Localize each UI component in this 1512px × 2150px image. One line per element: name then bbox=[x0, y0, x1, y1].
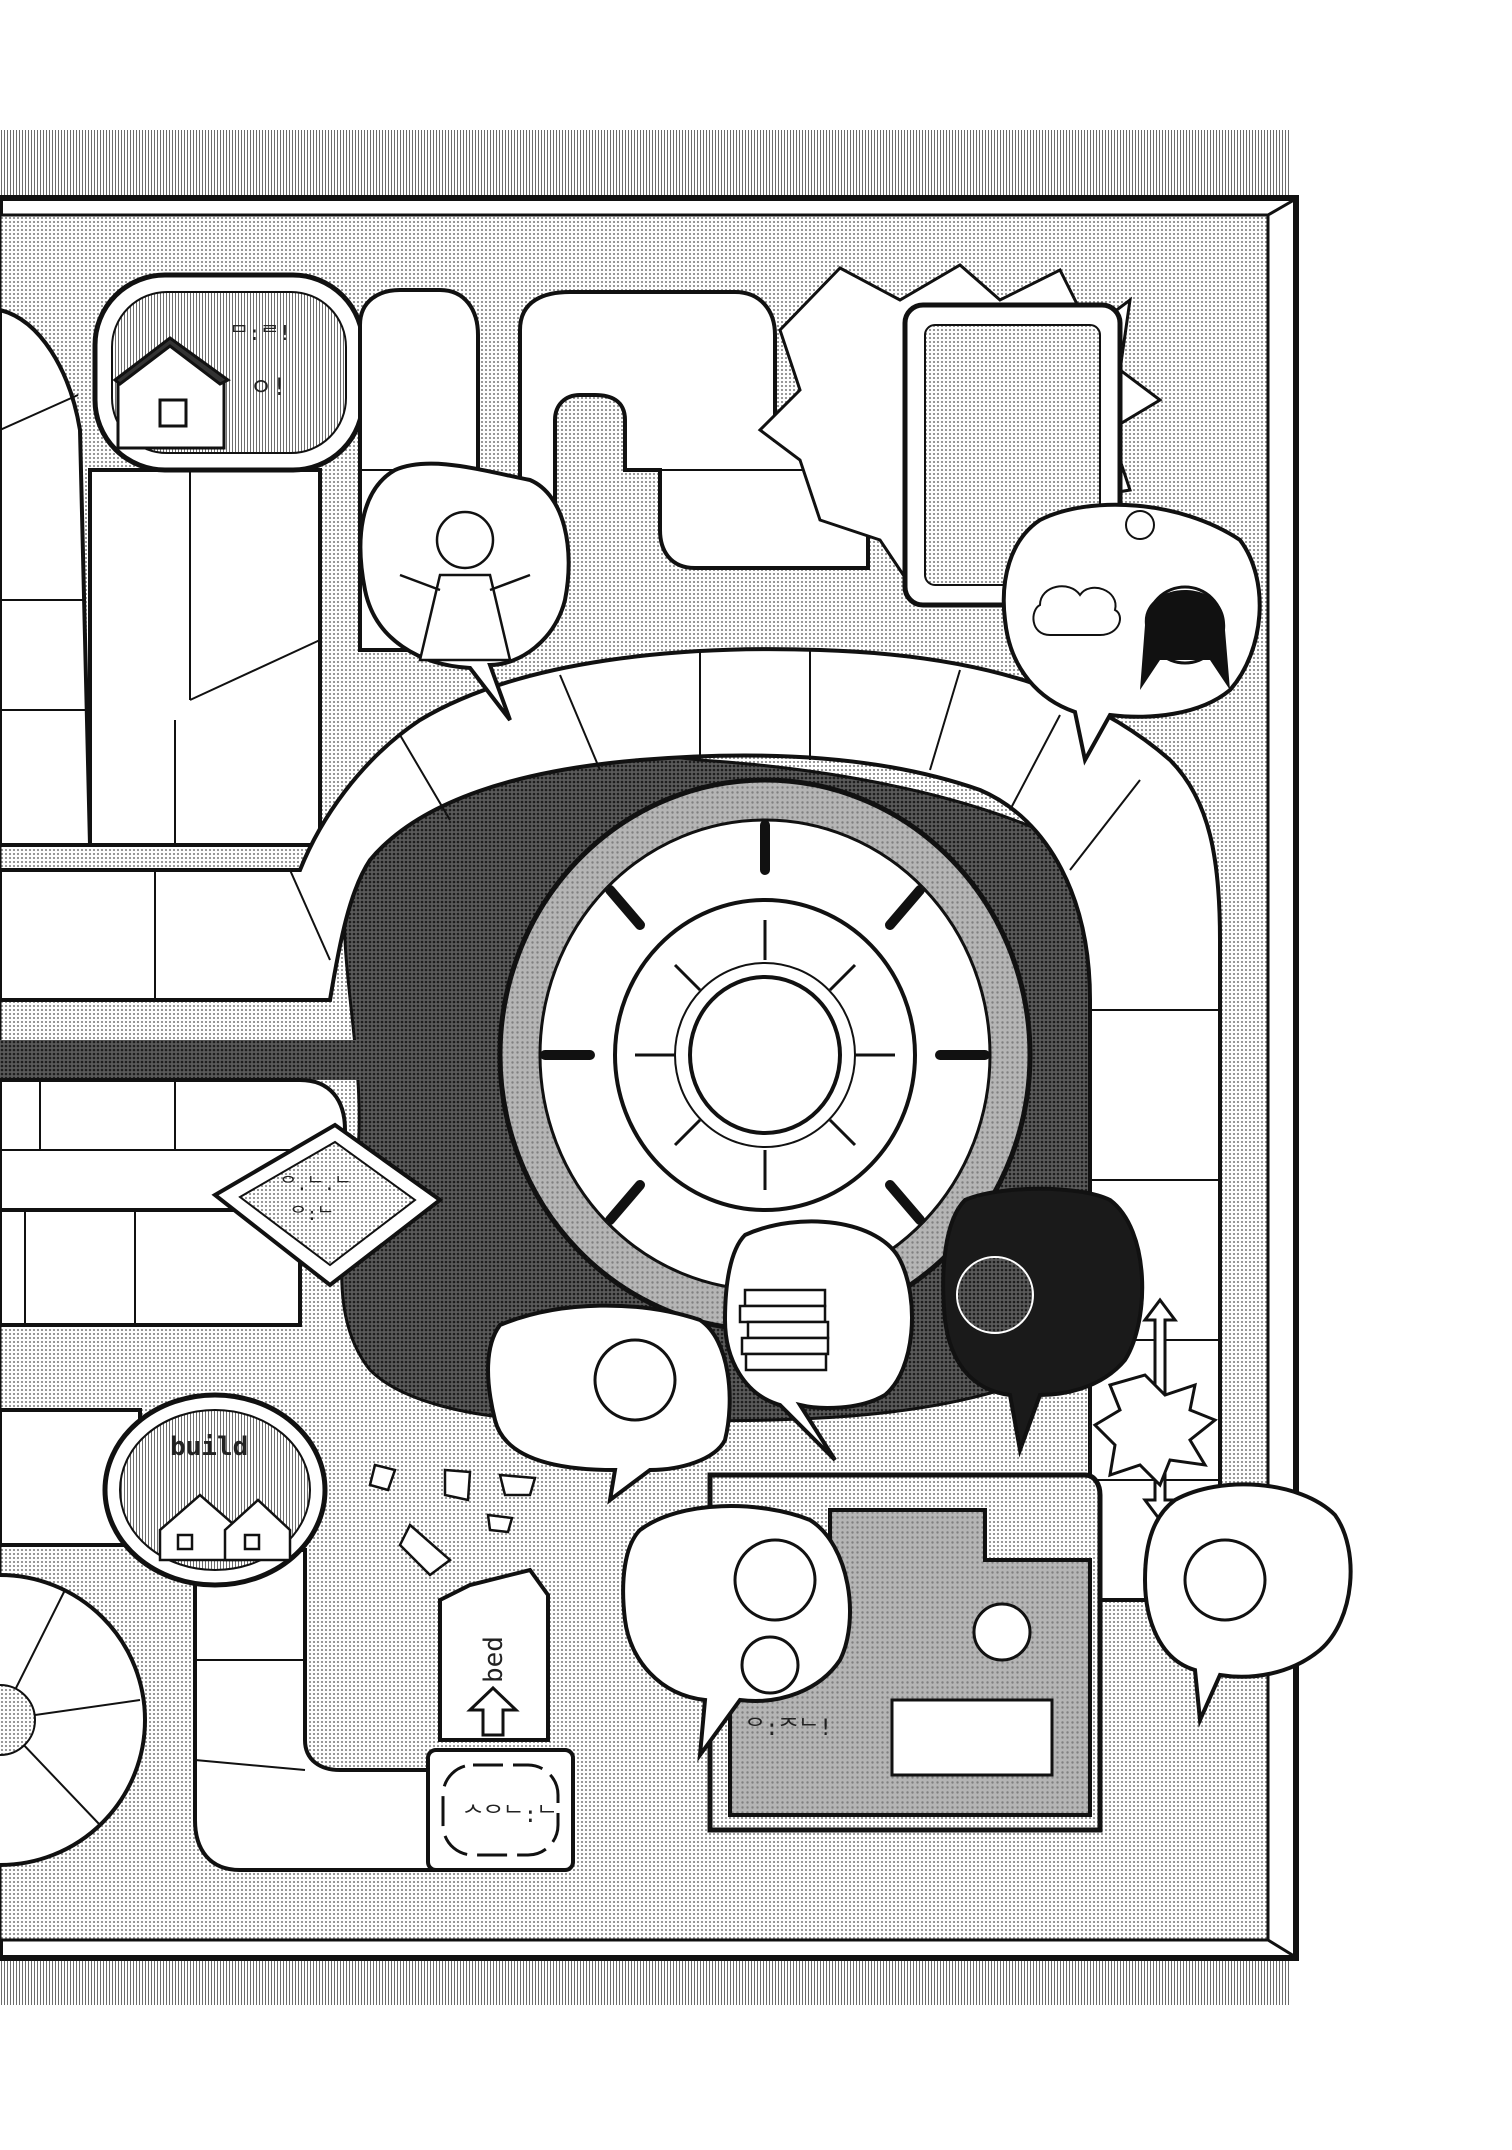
beach-girl-hair bbox=[1140, 590, 1230, 690]
left-mid-dividers bbox=[0, 1080, 345, 1151]
cloud-icon bbox=[1032, 585, 1121, 636]
machine-display bbox=[890, 1698, 1054, 1777]
left-lower-lane bbox=[0, 1208, 302, 1327]
beach-bubble bbox=[1001, 502, 1262, 766]
sun-icon bbox=[1125, 510, 1155, 540]
rubble bbox=[368, 1463, 537, 1577]
start-button-space bbox=[426, 1748, 575, 1872]
diamond-space-inner bbox=[238, 1140, 417, 1267]
diamond-scribble: ᄋ.ᄂ.ᄂ bbox=[280, 1174, 351, 1195]
frame-bevel-right bbox=[1267, 198, 1295, 217]
bottom-column-dividers bbox=[194, 1659, 306, 1771]
machine-scribble: ᄋ:ᄌᄂ! bbox=[745, 1716, 832, 1741]
left-top-lane bbox=[0, 307, 93, 847]
spinner-wheel-icon bbox=[497, 777, 1033, 1333]
corner-circle-hub bbox=[0, 1684, 36, 1756]
dark-band-left bbox=[0, 1040, 380, 1080]
dark-bubble bbox=[941, 1186, 1145, 1458]
broom-kid-head bbox=[593, 1338, 677, 1422]
up-arrow-icon bbox=[466, 1685, 520, 1737]
diamond-scribble-2: ᄋ:ᄂ bbox=[290, 1204, 334, 1225]
townhouse-icon bbox=[158, 1493, 292, 1562]
family-baby-head bbox=[740, 1635, 800, 1695]
bottom-edge-hatching bbox=[0, 1955, 1290, 2005]
vertical-lane-2 bbox=[88, 468, 322, 847]
dark-bubble-ghost bbox=[956, 1256, 1034, 1334]
fairy-figure-icon bbox=[399, 510, 531, 662]
burst-space bbox=[1092, 1373, 1218, 1488]
stacked-books-icon bbox=[738, 1288, 830, 1372]
top-edge-hatching bbox=[0, 130, 1290, 200]
left-top-lane-dividers bbox=[0, 394, 88, 711]
house-icon bbox=[112, 336, 231, 450]
bed-space bbox=[438, 1567, 550, 1742]
upper-loop-lane bbox=[518, 290, 870, 570]
main-curve-lane bbox=[0, 647, 1222, 1602]
house-space-scribble: ᄆ:ᄅ! bbox=[230, 321, 291, 345]
start-button-scribble: ᄉᄋᄂ:ᄂ bbox=[463, 1803, 557, 1828]
machine-knob bbox=[972, 1602, 1032, 1662]
house-space-scribble-2: ㅇ! bbox=[250, 373, 287, 401]
build-space-label: build bbox=[170, 1432, 248, 1462]
lane-2-dividers bbox=[174, 470, 321, 845]
start-button-inner bbox=[441, 1763, 560, 1857]
family-father-head bbox=[733, 1538, 817, 1622]
chef-head bbox=[1183, 1538, 1267, 1622]
bed-space-label: bed bbox=[479, 1636, 509, 1683]
left-lower-dividers bbox=[24, 1210, 136, 1325]
frame-bevel-bottom bbox=[1267, 1938, 1295, 1958]
